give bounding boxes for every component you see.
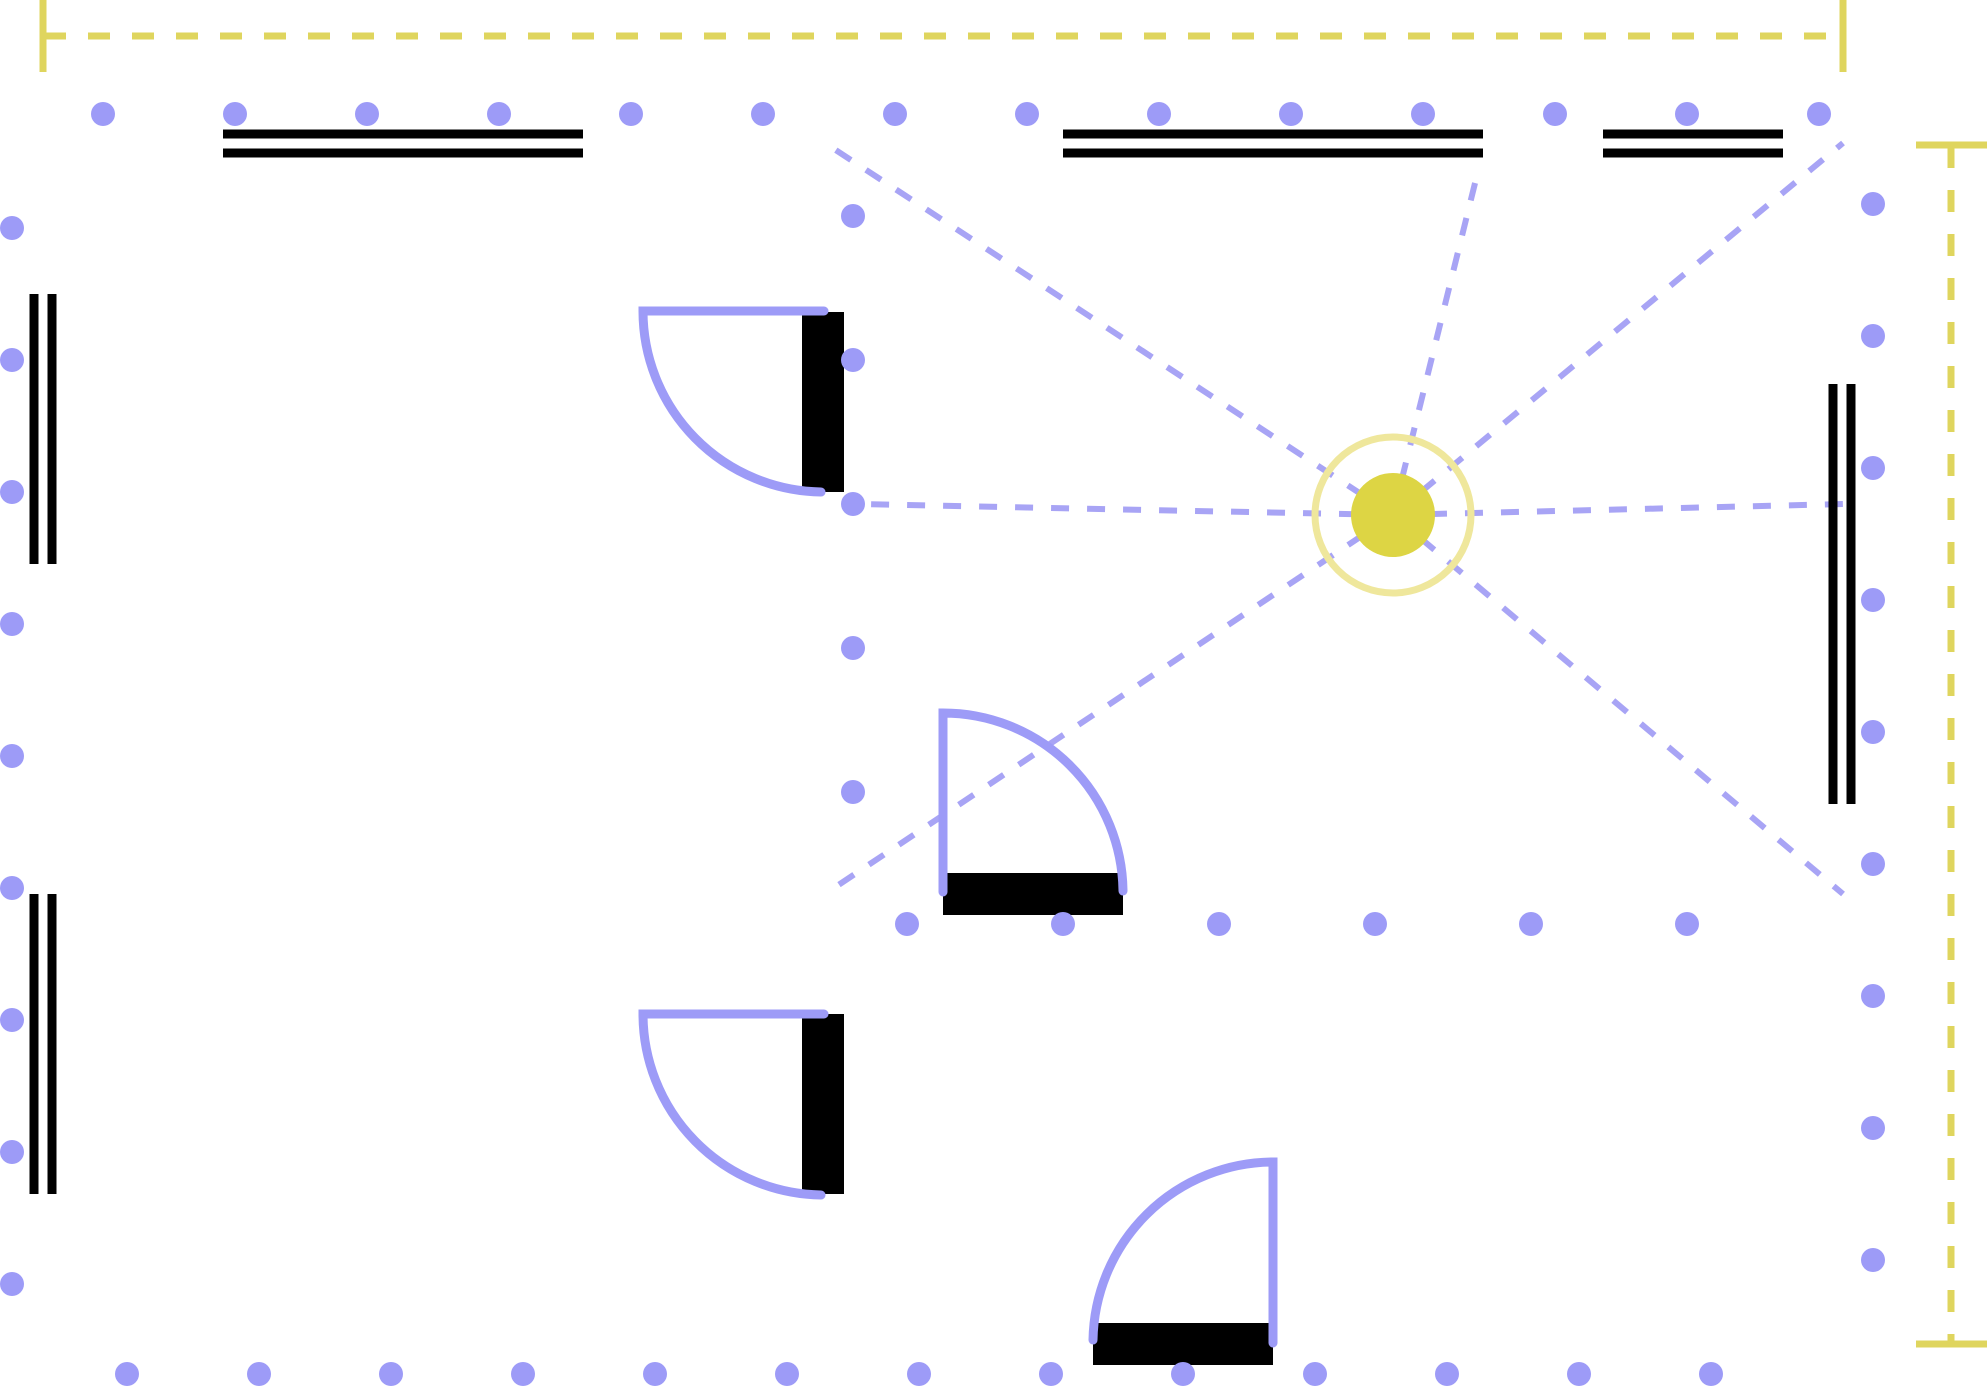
interior-row-dot [1207,912,1231,936]
bottom-row-dot [1567,1362,1591,1386]
bottom-row-dot [379,1362,403,1386]
light-ray [1392,501,1844,518]
interior-row-dot [1363,912,1387,936]
door-lower-left [638,1009,844,1200]
left-column-dot [0,216,24,240]
right-column-dot [1861,852,1885,876]
interior-row-dot [1519,912,1543,936]
right-column-dot [1861,192,1885,216]
bottom-row-dot [1303,1362,1327,1386]
top-row-dot [223,102,247,126]
bottom-row-dot [511,1362,535,1386]
interior-column-dot [841,636,865,660]
right-column-dot [1861,1116,1885,1140]
dimension-line-top [39,0,1847,72]
bottom-row-dot [907,1362,931,1386]
light-ray [823,140,1395,518]
door-swing-arc [938,708,1128,897]
top-row-dot [1015,102,1039,126]
window-top-center [1063,129,1483,158]
light-ray [1391,512,1845,897]
interior-column-dot [841,204,865,228]
top-row-dot [355,102,379,126]
door-swing-arc [638,306,829,497]
top-row-dot [883,102,907,126]
right-column-dot [1861,456,1885,480]
door-jamb [802,1014,844,1194]
grid-dots [0,102,1885,1386]
light-source-core [1351,473,1435,557]
right-column-dot [1861,720,1885,744]
top-row-dot [91,102,115,126]
light-ray [855,501,1394,518]
window-left-lower [29,894,57,1194]
interior-column-dot [841,348,865,372]
door-swing-arc [638,1009,829,1200]
door-upper-left [638,306,844,497]
interior-column-dot [841,780,865,804]
door-swing-arc [1088,1157,1278,1348]
window-top-right [1603,129,1783,158]
door-jamb [943,873,1123,915]
door-jamb [802,312,844,492]
right-column-dot [1861,588,1885,612]
door-center [938,708,1128,915]
left-column-dot [0,1272,24,1296]
bottom-row-dot [775,1362,799,1386]
bottom-row-dot [115,1362,139,1386]
top-row-dot [1279,102,1303,126]
interior-column-dot [841,492,865,516]
light-ray [1391,140,1845,518]
right-column-dot [1861,324,1885,348]
door-bottom [1088,1157,1278,1365]
bottom-row-dot [1039,1362,1063,1386]
right-column-dot [1861,984,1885,1008]
interior-row-dot [1675,912,1699,936]
top-row-dot [1147,102,1171,126]
top-row-dot [751,102,775,126]
top-row-dot [1543,102,1567,126]
light-ray [823,512,1395,897]
top-row-dot [1807,102,1831,126]
light-rays [823,140,1845,897]
top-row-dot [619,102,643,126]
interior-row-dot [1051,912,1075,936]
dimension-line-right [1916,141,1987,1348]
left-column-dot [0,876,24,900]
left-column-dot [0,1008,24,1032]
bottom-row-dot [1435,1362,1459,1386]
left-column-dot [0,348,24,372]
light-ray [1390,166,1482,516]
window-top-left [223,129,583,158]
window-right [1828,384,1856,804]
right-column-dot [1861,1248,1885,1272]
door-jamb [1093,1323,1273,1365]
window-left-upper [29,294,57,564]
top-row-dot [1675,102,1699,126]
light-source [1311,433,1475,597]
bottom-row-dot [643,1362,667,1386]
top-row-dot [1411,102,1435,126]
left-column-dot [0,480,24,504]
left-column-dot [0,1140,24,1164]
bottom-row-dot [1699,1362,1723,1386]
interior-row-dot [895,912,919,936]
left-column-dot [0,744,24,768]
left-column-dot [0,612,24,636]
top-row-dot [487,102,511,126]
light-source-ring [1311,433,1475,597]
bottom-row-dot [1171,1362,1195,1386]
bottom-row-dot [247,1362,271,1386]
